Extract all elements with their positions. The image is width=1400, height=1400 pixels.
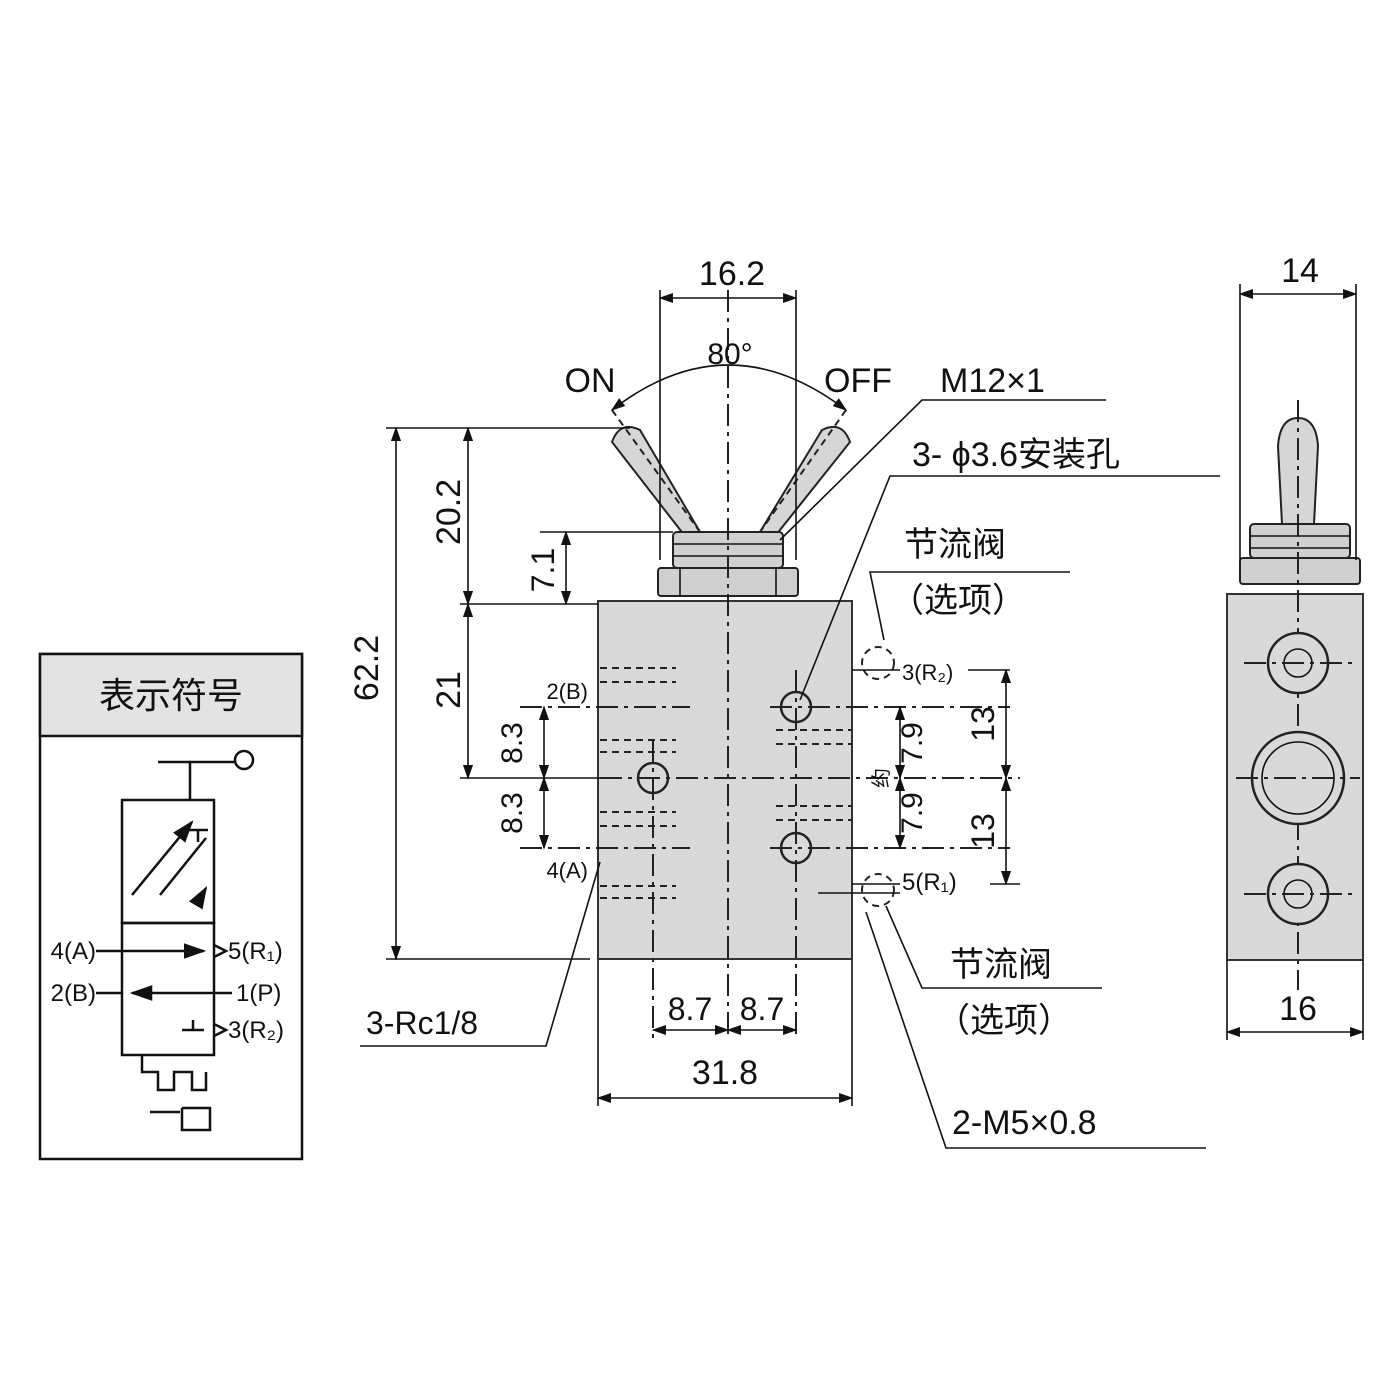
dim-13-bottom: 13 [965, 813, 1001, 849]
front-view: 16.2 80° ON OFF 62.2 20.2 21 7.1 8.3 8.3… [348, 255, 1220, 1149]
valve-body [597, 600, 853, 960]
symbol-port-1p: 1(P) [236, 980, 281, 1007]
dim-21: 21 [430, 671, 468, 709]
dim-8-7-left: 8.7 [668, 991, 712, 1027]
internal-passages [600, 667, 852, 899]
dim-7-9-top: 7.9 [896, 722, 929, 764]
dim-8-7-right: 8.7 [740, 991, 784, 1027]
symbol-port-2b: 2(B) [51, 980, 96, 1007]
port-5r1-label: 5(R₁) [902, 869, 957, 896]
symbol-port-5r1: 5(R₁) [228, 938, 283, 965]
dim-16: 16 [1279, 990, 1317, 1028]
dim-about: 约 [870, 768, 893, 788]
side-lever [1276, 416, 1320, 525]
callout-throttle-top: 节流阀 [904, 526, 1006, 564]
dim-7-9-bottom: 7.9 [896, 792, 929, 834]
symbol-title: 表示符号 [99, 675, 243, 716]
port-3r2-label: 3(R₂) [902, 660, 953, 685]
dim-62-2: 62.2 [348, 635, 386, 701]
symbol-port-4a: 4(A) [51, 938, 96, 965]
dim-14: 14 [1281, 252, 1319, 290]
label-on: ON [565, 362, 616, 400]
dim-7-1: 7.1 [525, 548, 561, 592]
throttle-valve-bottom [861, 873, 895, 907]
symbol-box: 表示符号 [38, 652, 304, 1161]
callout-m5x0-8: 2-M5×0.8 [952, 1104, 1097, 1142]
callout-option-bottom: （选项） [936, 1002, 1072, 1040]
dim-16-2: 16.2 [699, 255, 765, 293]
dim-80-deg: 80° [707, 338, 752, 371]
callout-option-top: （选项） [890, 582, 1026, 620]
side-view: 14 16 [1225, 252, 1365, 1040]
dim-31-8: 31.8 [692, 1054, 758, 1092]
side-neck [1249, 523, 1351, 559]
label-off: OFF [824, 362, 892, 400]
callout-rc-1-8: 3-Rc1/8 [366, 1005, 478, 1041]
side-nut [1239, 557, 1361, 585]
dim-8-3-top: 8.3 [496, 722, 529, 764]
dim-20-2: 20.2 [430, 479, 468, 545]
callout-throttle-bottom: 节流阀 [950, 946, 1052, 984]
port-4a-label: 4(A) [546, 858, 588, 883]
throttle-valve-top [861, 646, 895, 680]
valve-symbol [96, 749, 255, 1132]
dim-13-top: 13 [965, 706, 1001, 742]
callout-m12x1: M12×1 [940, 362, 1045, 400]
toggle-lever [610, 409, 852, 542]
callout-mount-holes: 3- ϕ3.6安装孔 [912, 436, 1120, 474]
port-2b-label: 2(B) [546, 679, 588, 704]
symbol-port-3r2: 3(R₂) [228, 1017, 284, 1044]
dim-8-3-bottom: 8.3 [496, 792, 529, 834]
